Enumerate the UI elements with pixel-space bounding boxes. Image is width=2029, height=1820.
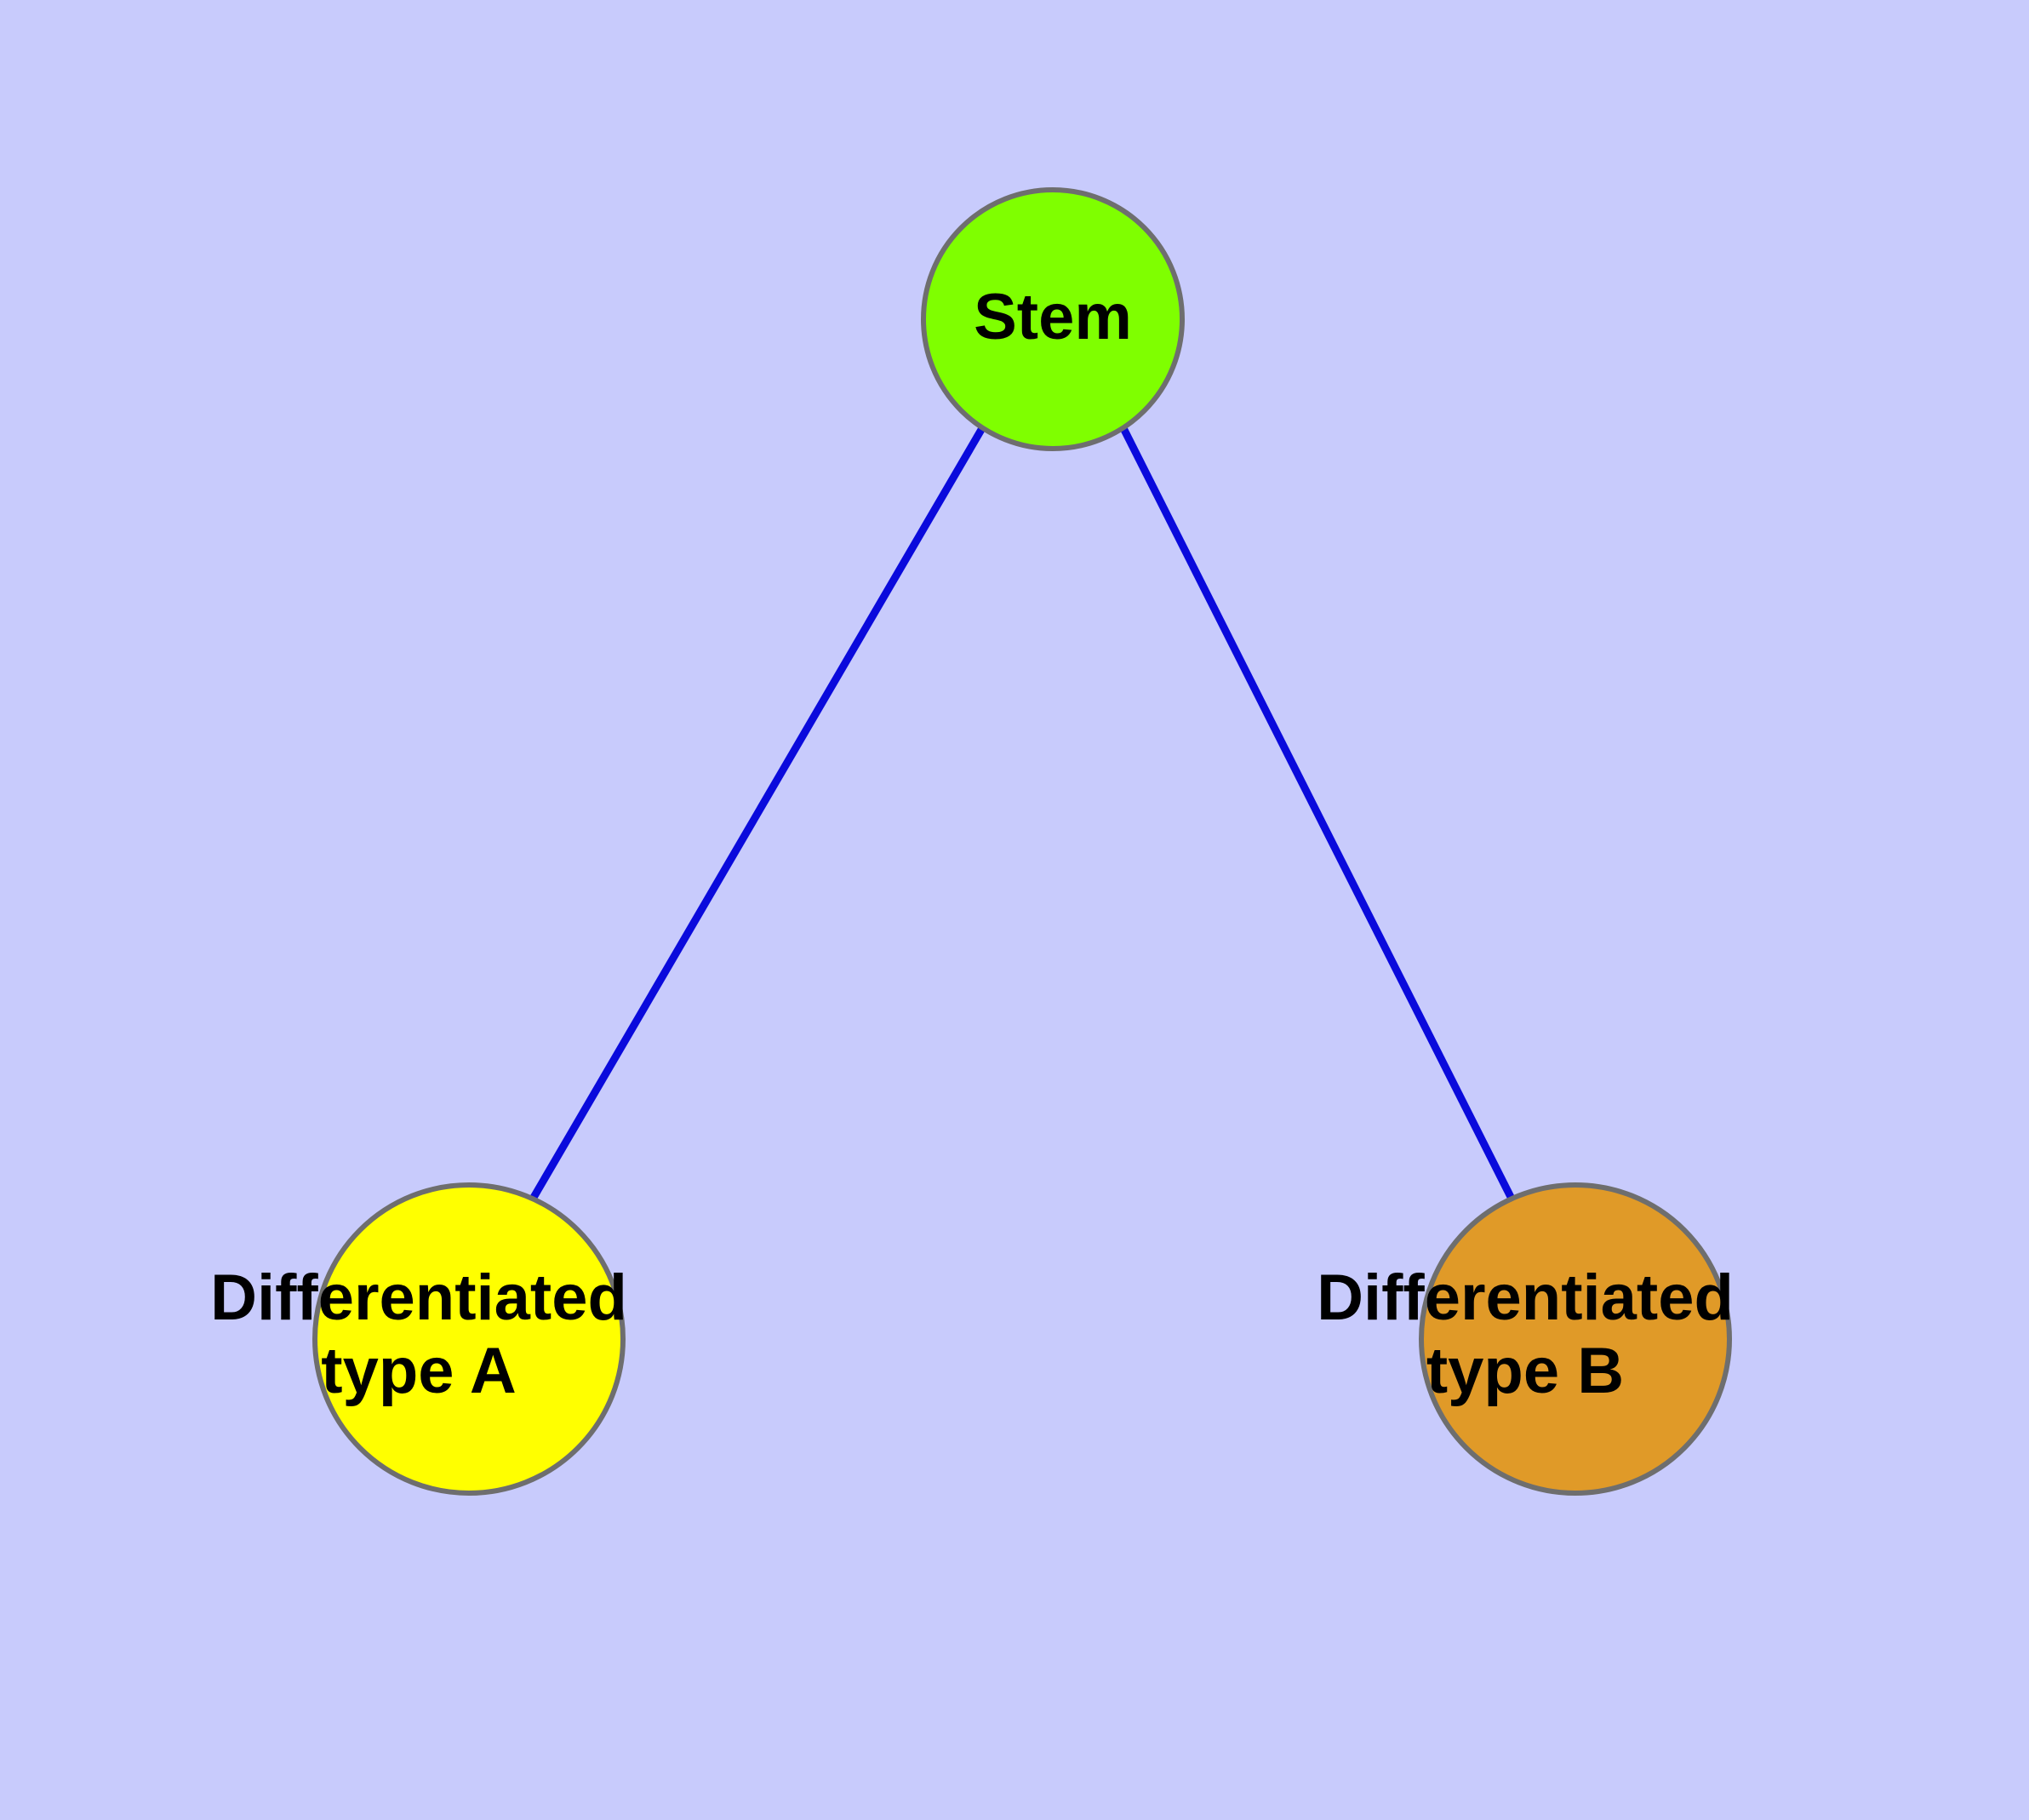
graph-node-diff_a[interactable] xyxy=(312,1182,626,1496)
graph-node-label-line: Differentiated xyxy=(1317,1262,1734,1334)
graph-node-label-line: Stem xyxy=(974,281,1132,353)
graph-node-label-stem: Stem xyxy=(974,281,1132,353)
edges-layer xyxy=(529,426,1517,1203)
graph-edge-stem-to-diff_b xyxy=(1119,426,1517,1203)
graph-node-label-line: type B xyxy=(1426,1335,1624,1407)
graph-node-label-line: Differentiated xyxy=(210,1262,627,1334)
graph-node-label-line: type A xyxy=(321,1335,516,1407)
nodes-layer xyxy=(312,187,1732,1496)
graph-node-diff_b[interactable] xyxy=(1419,1182,1732,1496)
graph-edge-stem-to-diff_a xyxy=(529,426,986,1203)
graph-node-stem[interactable] xyxy=(921,187,1185,451)
